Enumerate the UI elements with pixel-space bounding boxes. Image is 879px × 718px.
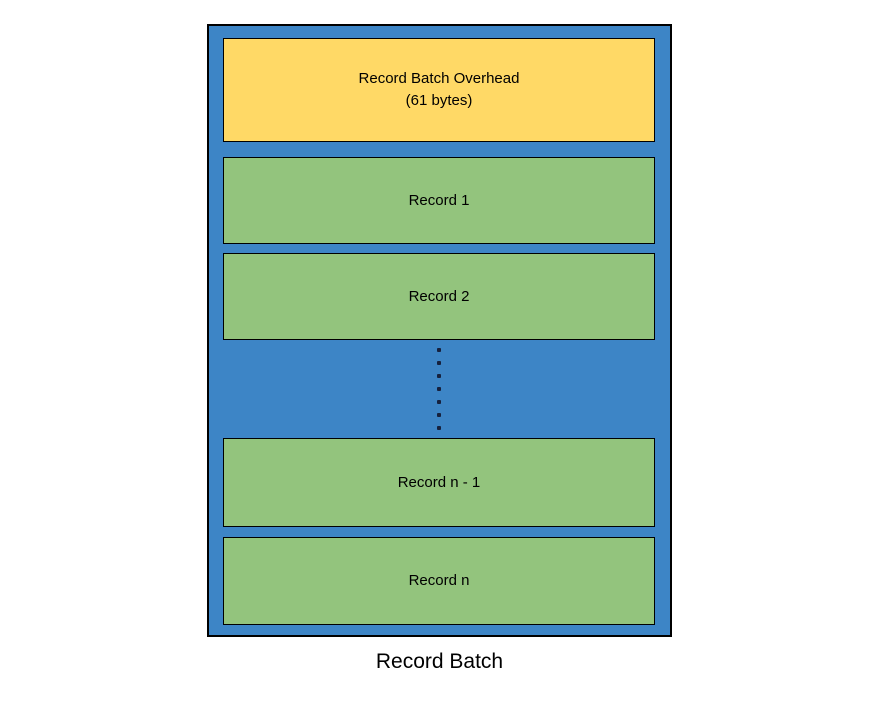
record-n-label: Record n [408, 572, 470, 590]
ellipsis-dots [223, 340, 655, 438]
ellipsis-dot [437, 374, 441, 378]
ellipsis-dot [437, 413, 441, 417]
ellipsis-dot [437, 426, 441, 430]
ellipsis-dot [437, 387, 441, 391]
ellipsis-dot [437, 361, 441, 365]
ellipsis-dot [437, 348, 441, 352]
overhead-label-line1: Record Batch Overhead [358, 70, 520, 88]
record-1-box: Record 1 [223, 157, 655, 244]
ellipsis-dot [437, 400, 441, 404]
record-batch-overhead-box: Record Batch Overhead (61 bytes) [223, 38, 655, 142]
record-n-minus-1-label: Record n - 1 [397, 473, 481, 491]
record-batch-container: Record Batch Overhead (61 bytes) Record … [207, 24, 672, 637]
record-n-box: Record n [223, 537, 655, 625]
diagram-caption: Record Batch [375, 650, 504, 673]
record-2-box: Record 2 [223, 253, 655, 340]
record-2-label: Record 2 [408, 287, 470, 305]
record-n-minus-1-box: Record n - 1 [223, 438, 655, 527]
overhead-label-line2: (61 bytes) [405, 92, 473, 109]
record-1-label: Record 1 [408, 191, 470, 209]
